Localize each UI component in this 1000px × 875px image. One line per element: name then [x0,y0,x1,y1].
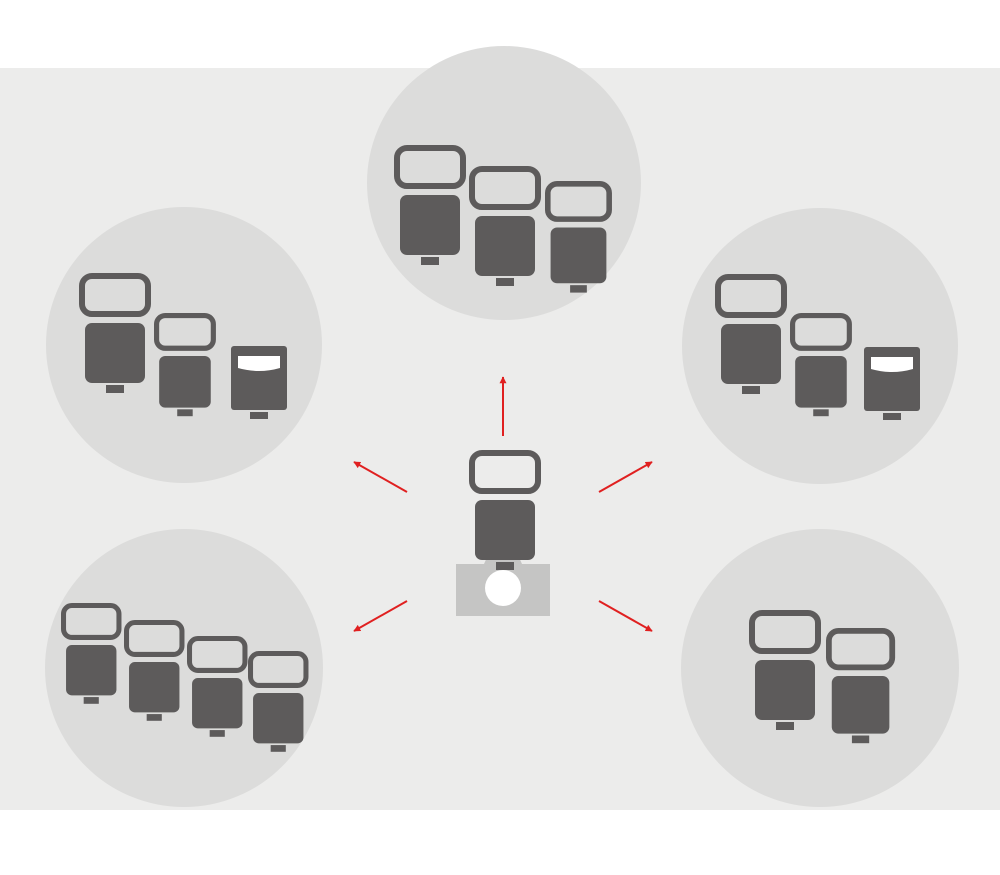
group-circle [681,529,959,807]
camera-with-flash-icon [456,450,550,616]
flash-unit-icon [826,628,896,744]
flash-unit-icon [61,603,122,704]
flash-unit-icon [469,450,541,570]
flash-unit-icon [545,181,612,293]
arrow-upper-right [598,461,653,493]
compact-flash-icon [864,347,920,420]
flash-unit-icon [790,313,852,417]
group-lower-right [681,529,959,807]
flash-unit-icon [469,166,541,286]
compact-flash-icon [231,346,287,419]
flash-unit-icon [154,313,216,417]
flash-unit-icon [248,651,309,752]
arrow-lower-right [598,600,653,632]
group-top [367,46,641,320]
group-lower-left [45,529,323,807]
flash-unit-icon [187,636,248,737]
arrow-lower-left [353,600,408,632]
flash-unit-icon [749,610,821,730]
group-upper-right [682,208,958,484]
group-upper-left [46,207,322,483]
flash-unit-icon [124,620,185,721]
arrow-upper-left [353,461,408,493]
flash-unit-icon [715,274,787,394]
flash-unit-icon [79,273,151,393]
flash-unit-icon [394,145,466,265]
